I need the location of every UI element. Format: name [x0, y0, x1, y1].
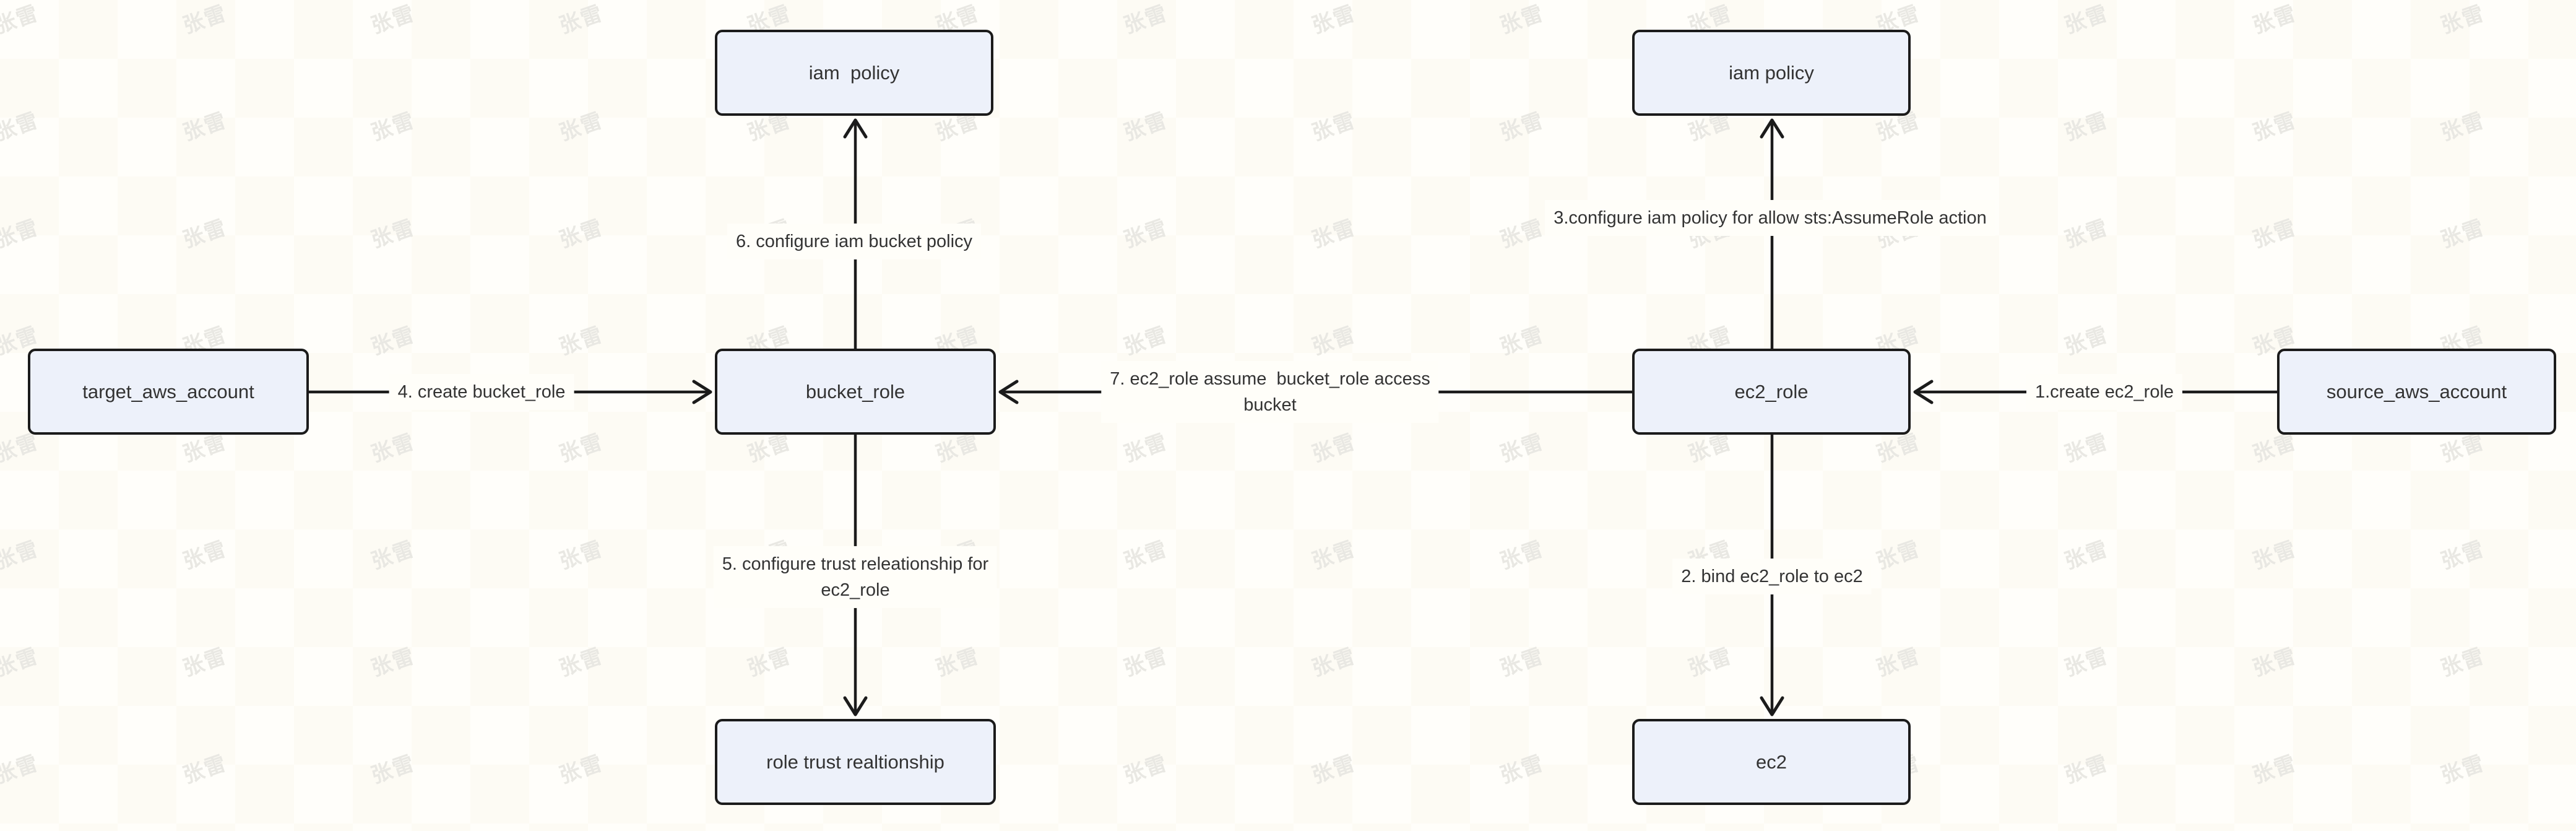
node-role-trust-realtionship: role trust realtionship — [715, 719, 996, 805]
edge-label-step3: 3.configure iam policy for allow sts:Ass… — [1545, 199, 1995, 237]
node-source-aws-account: source_aws_account — [2277, 349, 2556, 435]
edge-label-step6: 6. configure iam bucket policy — [727, 223, 982, 260]
edge-label-step1: 1.create ec2_role — [2026, 373, 2183, 411]
node-ec2: ec2 — [1632, 719, 1911, 805]
node-ec2-role: ec2_role — [1632, 349, 1911, 435]
node-bucket-role: bucket_role — [715, 349, 996, 435]
edge-label-step4: 4. create bucket_role — [389, 373, 574, 411]
node-target-aws-account: target_aws_account — [28, 349, 309, 435]
edge-label-step5: 5. configure trust releationship for ec2… — [713, 546, 998, 609]
edge-label-step7: 7. ec2_role assume bucket_role access bu… — [1101, 360, 1439, 424]
node-iam-policy-left: iam policy — [715, 30, 993, 116]
node-iam-policy-right: iam policy — [1632, 30, 1911, 116]
edge-label-step2: 2. bind ec2_role to ec2 — [1672, 558, 1872, 595]
